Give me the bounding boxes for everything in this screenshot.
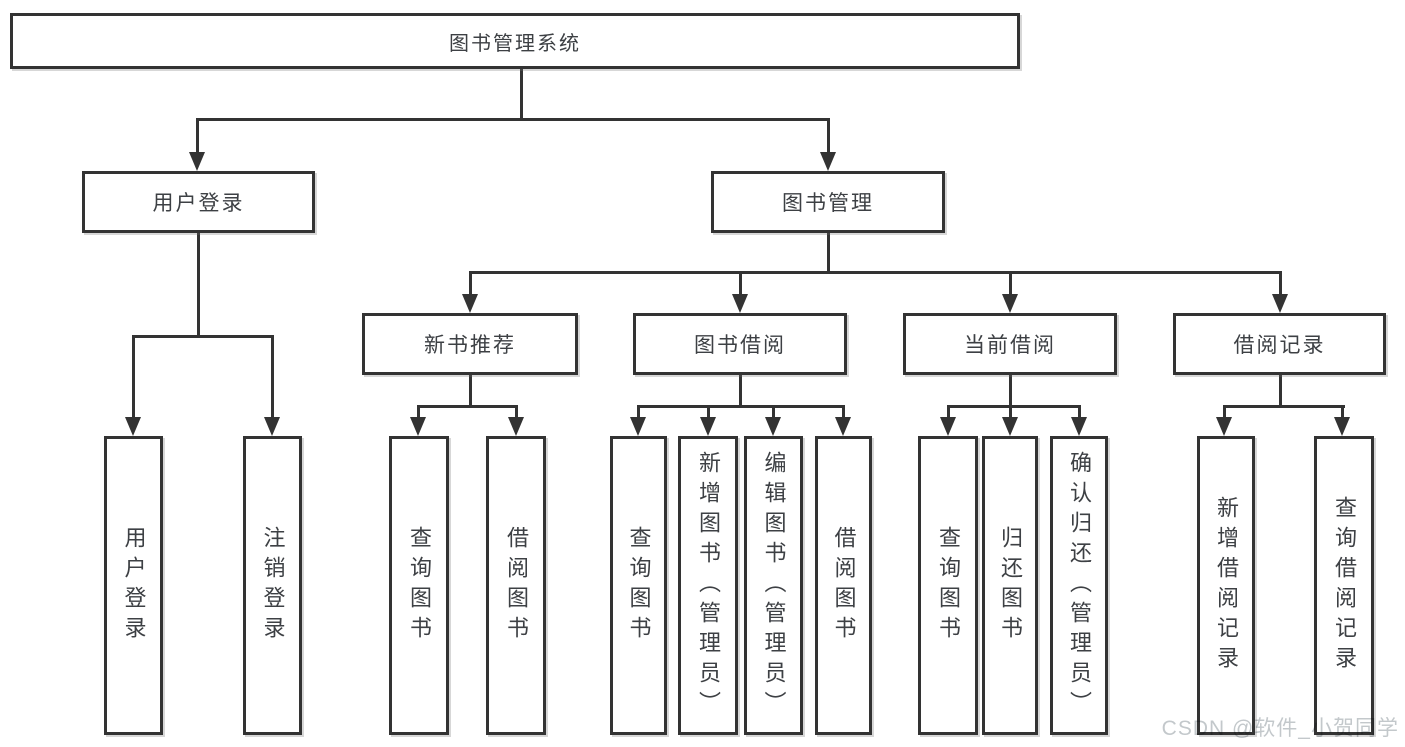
arrowhead-icon <box>630 417 646 436</box>
arrowhead-icon <box>700 417 716 436</box>
arrowhead-icon <box>1272 294 1288 313</box>
node-user-login: 用户登录 <box>82 171 315 233</box>
arrowhead-icon <box>125 417 141 436</box>
connector-line <box>738 375 742 408</box>
node-book-management: 图书管理 <box>711 171 945 233</box>
node-current-borrowing-label: 当前借阅 <box>964 334 1056 357</box>
connector-line <box>468 270 1282 274</box>
arrowhead-icon <box>820 152 836 171</box>
connector-line <box>270 336 274 418</box>
node-book-management-label: 图书管理 <box>782 192 874 215</box>
connector-line <box>1278 375 1282 408</box>
node-leaf-logout: 注销登录 <box>243 436 302 735</box>
node-leaf-query-books-current: 查询图书 <box>918 436 978 735</box>
connector-line <box>636 406 640 418</box>
connector-line <box>514 406 518 418</box>
connector-line <box>1008 375 1012 408</box>
connector-line <box>636 404 845 408</box>
node-book-borrowing-label: 图书借阅 <box>694 334 786 357</box>
node-leaf-query-books-newbook: 查询图书 <box>389 436 449 735</box>
connector-line <box>416 404 518 408</box>
connector-line <box>1077 406 1081 418</box>
node-new-book-recommend: 新书推荐 <box>362 313 578 375</box>
connector-line <box>826 233 830 274</box>
arrowhead-icon <box>1002 294 1018 313</box>
arrowhead-icon <box>410 417 426 436</box>
node-leaf-edit-books-admin: 编辑图书（管理员） <box>744 436 803 735</box>
node-leaf-user-login: 用户登录 <box>104 436 163 735</box>
node-new-book-recommend-label: 新书推荐 <box>424 334 516 357</box>
arrowhead-icon <box>264 417 280 436</box>
connector-line <box>519 69 523 121</box>
node-root-label: 图书管理系统 <box>449 32 581 55</box>
connector-line <box>1340 406 1344 418</box>
node-current-borrowing: 当前借阅 <box>903 313 1117 375</box>
csdn-watermark: CSDN @软件_小贺同学 <box>1161 717 1399 740</box>
connector-line <box>1222 404 1345 408</box>
arrowhead-icon <box>508 417 524 436</box>
connector-line <box>826 119 830 153</box>
arrowhead-icon <box>189 152 205 171</box>
connector-line <box>196 233 200 338</box>
node-leaf-add-borrow-record: 新增借阅记录 <box>1197 436 1255 735</box>
connector-line <box>841 406 845 418</box>
node-leaf-confirm-return-admin: 确认归还（管理员） <box>1050 436 1108 735</box>
connector-line <box>195 119 199 153</box>
arrowhead-icon <box>835 417 851 436</box>
arrowhead-icon <box>1071 417 1087 436</box>
node-root: 图书管理系统 <box>10 13 1020 69</box>
connector-line <box>1278 272 1282 295</box>
node-leaf-borrow-books-newbook: 借阅图书 <box>486 436 546 735</box>
connector-line <box>706 406 710 418</box>
connector-line <box>195 117 830 121</box>
node-user-login-label: 用户登录 <box>152 192 245 215</box>
connector-line <box>1222 406 1226 418</box>
arrowhead-icon <box>765 417 781 436</box>
arrowhead-icon <box>462 294 478 313</box>
node-leaf-query-books-borrowing: 查询图书 <box>610 436 667 735</box>
node-leaf-return-books: 归还图书 <box>982 436 1038 735</box>
connector-line <box>468 375 472 408</box>
connector-line <box>131 336 135 418</box>
arrowhead-icon <box>1002 417 1018 436</box>
node-leaf-query-borrow-record: 查询借阅记录 <box>1314 436 1374 735</box>
node-borrowing-records-label: 借阅记录 <box>1233 334 1326 357</box>
connector-line <box>738 272 742 295</box>
arrowhead-icon <box>1334 417 1350 436</box>
connector-line <box>468 272 472 295</box>
connector-line <box>1008 272 1012 295</box>
node-borrowing-records: 借阅记录 <box>1173 313 1386 375</box>
connector-line <box>131 334 274 338</box>
connector-line <box>946 406 950 418</box>
connector-line <box>946 404 1081 408</box>
node-leaf-borrow-books-borrowing: 借阅图书 <box>815 436 872 735</box>
connector-line <box>416 406 420 418</box>
arrowhead-icon <box>732 294 748 313</box>
arrowhead-icon <box>1216 417 1232 436</box>
arrowhead-icon <box>940 417 956 436</box>
node-leaf-add-books-admin: 新增图书（管理员） <box>678 436 738 735</box>
connector-line <box>771 406 775 418</box>
connector-line <box>1008 406 1012 418</box>
node-book-borrowing: 图书借阅 <box>633 313 847 375</box>
